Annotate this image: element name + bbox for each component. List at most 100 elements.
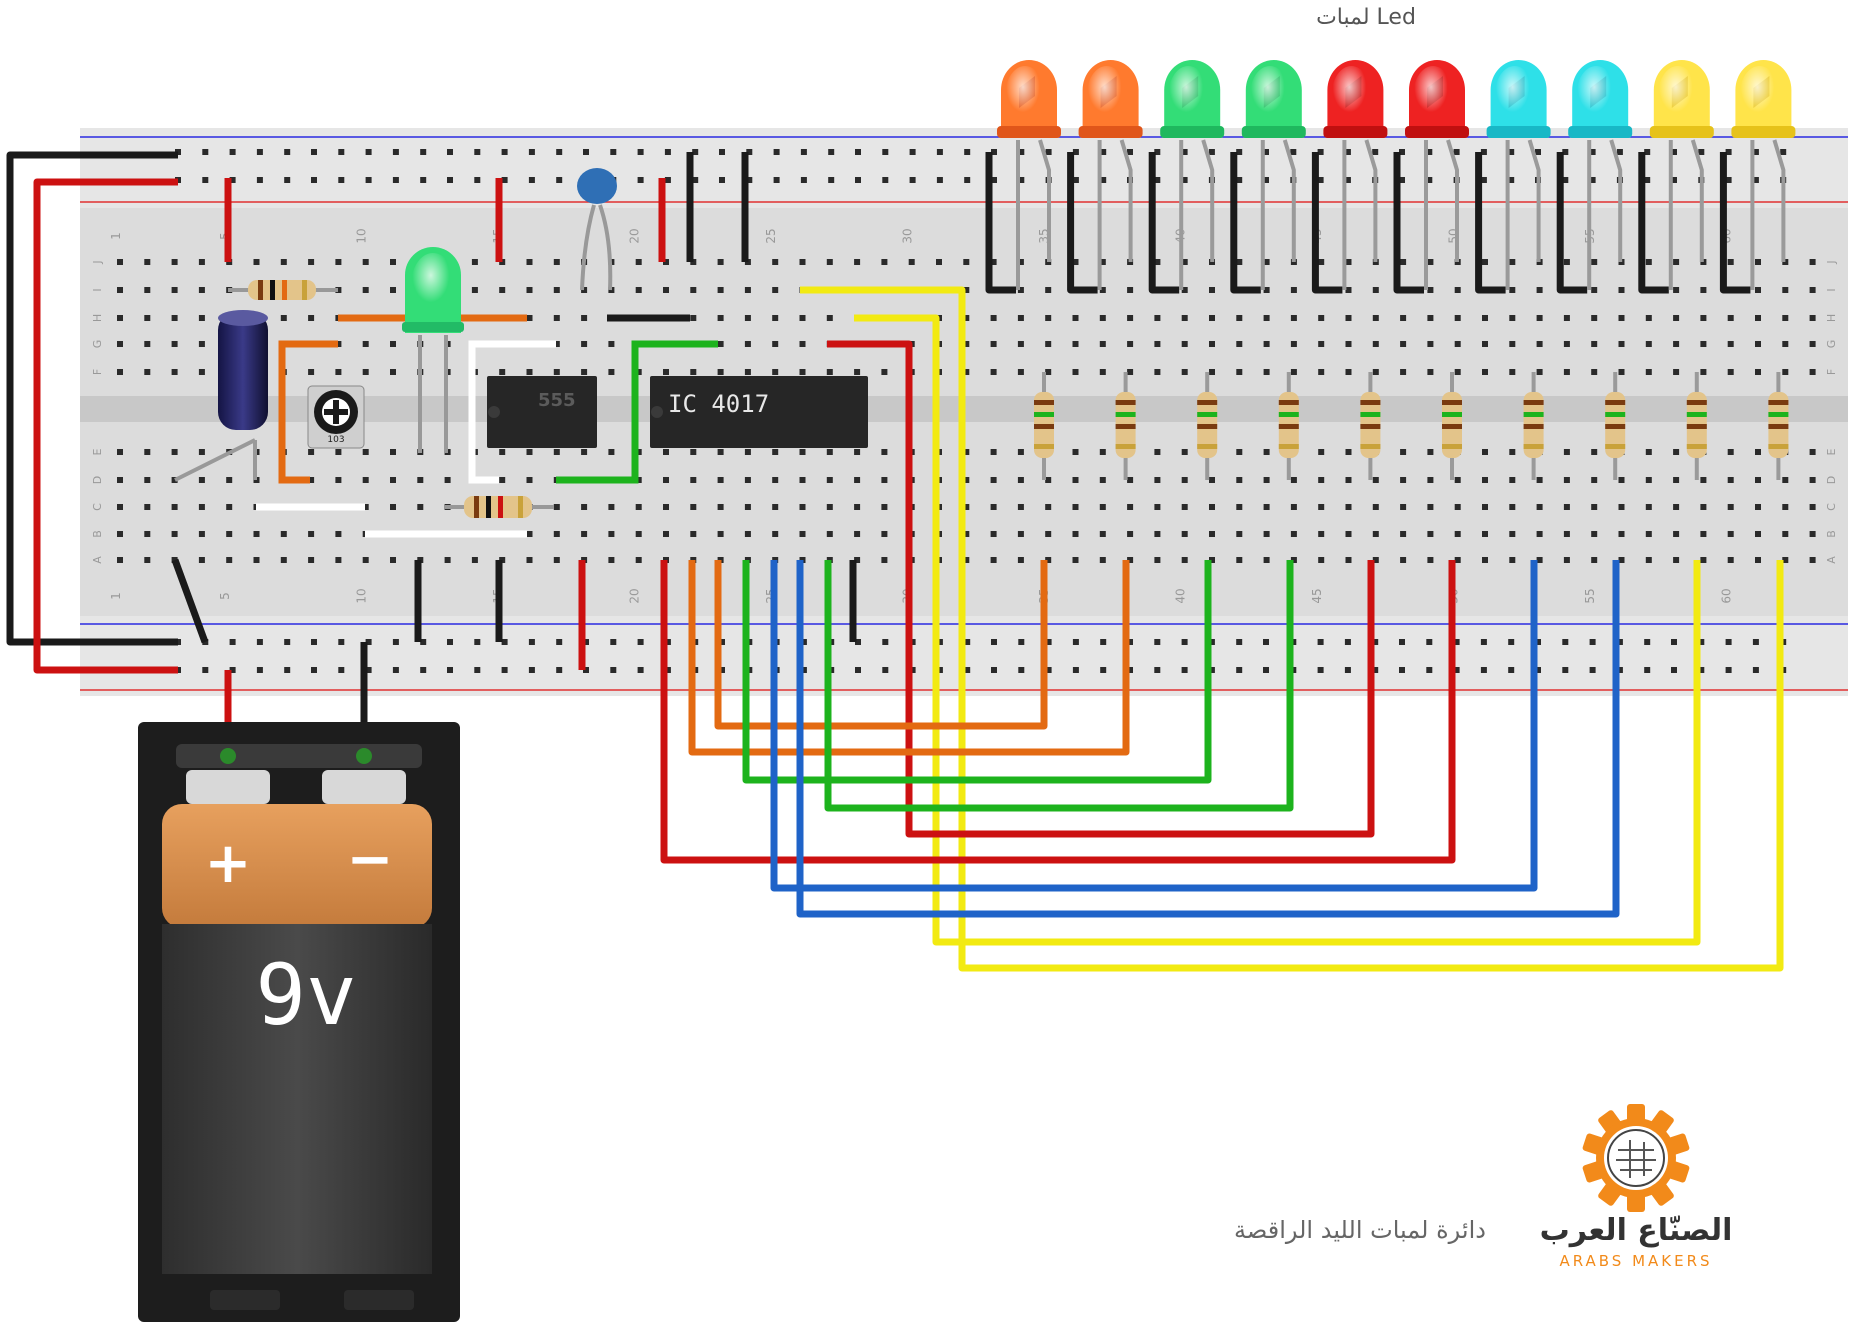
- hole: [1673, 531, 1680, 537]
- hole: [117, 504, 123, 510]
- hole: [1017, 477, 1024, 483]
- rail-hole: [1072, 177, 1079, 183]
- hole: [1645, 341, 1652, 347]
- hole: [581, 449, 588, 455]
- rail-hole: [338, 639, 345, 645]
- hole: [1263, 259, 1270, 265]
- led-resistor: [1360, 372, 1381, 480]
- rail-hole: [1508, 149, 1515, 155]
- hole: [1591, 504, 1598, 510]
- led-lead: [1038, 139, 1051, 262]
- hole: [1563, 315, 1570, 321]
- column-number: 40: [1174, 588, 1188, 603]
- hole: [1072, 531, 1079, 537]
- led-lead: [1119, 139, 1133, 262]
- rail-hole: [1317, 667, 1324, 673]
- chip-4017: IC 4017: [650, 376, 868, 448]
- hole: [144, 369, 151, 375]
- rail-hole: [1045, 149, 1052, 155]
- hole: [1809, 449, 1816, 455]
- hole: [553, 557, 560, 563]
- column-number: 20: [628, 228, 642, 243]
- hole: [1509, 504, 1516, 510]
- hole: [1809, 259, 1816, 265]
- column-number: 30: [901, 228, 915, 243]
- hole: [1400, 341, 1407, 347]
- rail-hole: [991, 639, 997, 645]
- hole: [226, 477, 233, 483]
- rail-hole: [909, 667, 916, 673]
- rail-hole: [1290, 149, 1297, 155]
- hole: [198, 557, 205, 563]
- hole: [690, 449, 697, 455]
- rail-hole: [1616, 149, 1623, 155]
- row-letter: E: [91, 448, 104, 455]
- rail-hole: [501, 639, 508, 645]
- hole: [117, 341, 123, 347]
- hole: [1372, 504, 1379, 510]
- hole: [198, 449, 205, 455]
- hole: [1427, 287, 1434, 293]
- rail-hole: [1671, 149, 1677, 155]
- rail-hole: [338, 149, 345, 155]
- hole: [1618, 369, 1625, 375]
- hole: [1045, 477, 1052, 483]
- rail-hole: [1100, 639, 1107, 645]
- hole: [1181, 259, 1188, 265]
- rail-hole: [936, 667, 943, 673]
- rail-hole: [1698, 667, 1705, 673]
- column-number: 20: [628, 588, 642, 603]
- rail-hole: [256, 177, 263, 183]
- hole: [1673, 315, 1680, 321]
- wire-green: [824, 560, 1294, 812]
- rail-hole: [1725, 149, 1732, 155]
- rail-hole: [1752, 177, 1759, 183]
- rail-hole: [229, 667, 236, 673]
- hole: [1127, 531, 1134, 537]
- hole: [526, 449, 533, 455]
- wire-black-led: [1475, 152, 1506, 294]
- hole: [1563, 504, 1570, 510]
- hole: [1700, 504, 1707, 510]
- hole: [963, 259, 970, 265]
- hole: [854, 259, 861, 265]
- row-letter: H: [1825, 314, 1838, 322]
- hole: [1427, 341, 1434, 347]
- hole: [881, 369, 888, 375]
- hole: [1427, 477, 1434, 483]
- hole: [881, 259, 888, 265]
- rail-hole: [637, 149, 644, 155]
- hole: [1099, 287, 1106, 293]
- hole: [1017, 315, 1024, 321]
- led-lead: [1772, 139, 1786, 262]
- hole: [117, 477, 123, 483]
- hole: [553, 259, 560, 265]
- led-rim: [1731, 126, 1796, 138]
- hole: [1127, 341, 1134, 347]
- hole: [1673, 449, 1680, 455]
- rail-hole: [882, 639, 889, 645]
- hole: [198, 369, 205, 375]
- hole: [826, 449, 833, 455]
- chip-555-label: 555: [538, 390, 576, 411]
- hole: [1509, 477, 1516, 483]
- hole: [390, 477, 396, 483]
- hole: [226, 504, 233, 510]
- led-resistor: [1442, 372, 1462, 480]
- hole: [881, 504, 888, 510]
- wire-yellow: [800, 286, 1784, 972]
- hole: [1017, 449, 1024, 455]
- rail-hole: [1616, 667, 1623, 673]
- rail-hole: [1072, 639, 1079, 645]
- wire-red: [827, 340, 1375, 838]
- rail-hole: [365, 639, 372, 645]
- hole: [553, 315, 560, 321]
- hole: [308, 369, 315, 375]
- hole: [1563, 477, 1570, 483]
- hole: [362, 369, 369, 375]
- hole: [1345, 531, 1352, 537]
- hole: [1509, 531, 1516, 537]
- hole: [744, 315, 751, 321]
- hole: [854, 504, 861, 510]
- hole: [526, 477, 533, 483]
